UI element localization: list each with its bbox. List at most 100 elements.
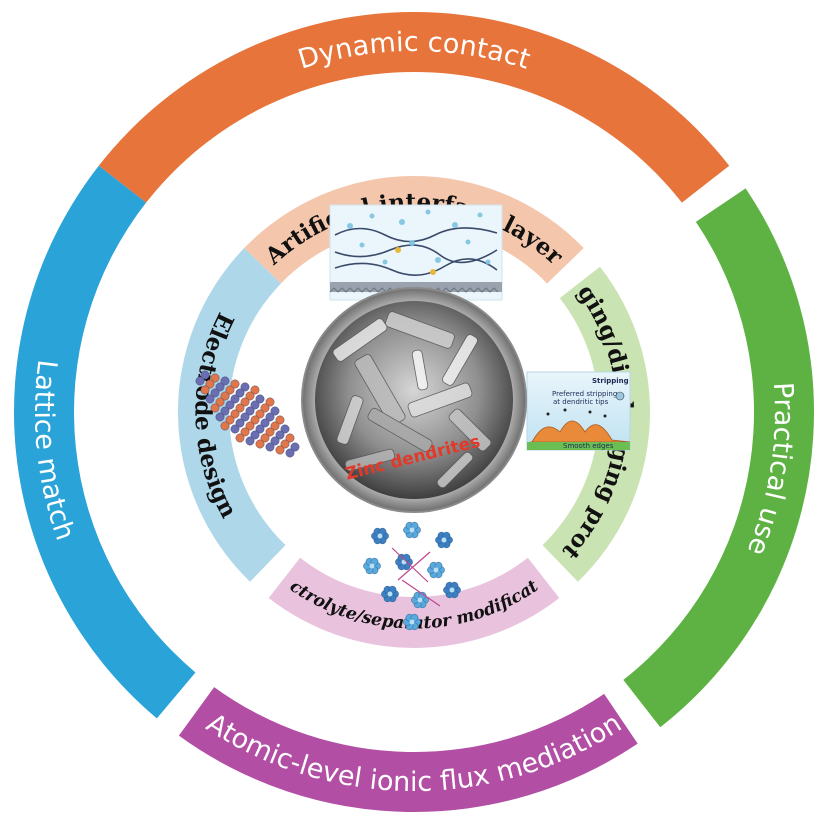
lattice-atom xyxy=(205,379,215,389)
lattice-atom xyxy=(255,394,265,404)
lattice-atom xyxy=(220,406,230,416)
inner-segment-charging-protocols xyxy=(542,266,651,582)
inner-segment-artificial-interface xyxy=(244,175,584,284)
lattice-atom xyxy=(285,448,295,458)
lattice-atom xyxy=(230,424,240,434)
molecule-cluster xyxy=(435,531,453,549)
lattice-atom xyxy=(235,388,245,398)
lattice-atom xyxy=(205,394,215,404)
outer-segment-practical-use xyxy=(623,188,814,728)
interface-layer-illustration xyxy=(329,204,503,301)
lattice-atom xyxy=(280,439,290,449)
molecule-cluster xyxy=(443,581,461,599)
lattice-atom xyxy=(255,424,265,434)
lattice-atom xyxy=(265,412,275,422)
lattice-atom xyxy=(245,391,255,401)
lattice-atom xyxy=(265,442,275,452)
dendrite-flake xyxy=(448,408,492,452)
lattice-atom xyxy=(255,409,265,419)
lattice-atom xyxy=(210,373,220,383)
lattice-atom xyxy=(270,436,280,446)
lattice-illustration xyxy=(195,370,300,458)
lattice-atom xyxy=(245,421,255,431)
lattice-atom xyxy=(270,406,280,416)
molecule-link xyxy=(397,551,431,581)
dendrite-flake xyxy=(411,349,429,391)
lattice-atom xyxy=(225,385,235,395)
lattice-atom xyxy=(220,421,230,431)
lattice-atom xyxy=(240,427,250,437)
lattice-atom xyxy=(215,412,225,422)
lattice-atom xyxy=(265,397,275,407)
lattice-atom xyxy=(230,409,240,419)
dendrite-flake xyxy=(407,382,473,418)
dendrite-flake xyxy=(436,451,474,489)
lattice-atom xyxy=(250,415,260,425)
molecule-cluster xyxy=(403,521,421,539)
center-sem-image: Zinc dendrites xyxy=(301,287,527,513)
lattice-atom xyxy=(275,445,285,455)
lattice-atom xyxy=(240,397,250,407)
lattice-atom xyxy=(265,427,275,437)
molecule-cluster xyxy=(395,553,413,571)
molecule-cluster xyxy=(371,527,389,545)
molecule-link xyxy=(391,547,429,583)
lattice-atom xyxy=(230,379,240,389)
lattice-atom xyxy=(225,415,235,425)
lattice-atom xyxy=(240,412,250,422)
lattice-atom xyxy=(200,385,210,395)
stripping-title: Stripping xyxy=(592,377,629,385)
outer-segment-lattice-match xyxy=(13,165,196,719)
outer-segment-atomic-level-ionic-flux xyxy=(178,687,638,812)
lattice-atom xyxy=(220,391,230,401)
lattice-atom xyxy=(200,370,210,380)
lattice-atom xyxy=(220,376,230,386)
stripping-line3: Smooth edges xyxy=(563,442,614,450)
lattice-atom xyxy=(270,421,280,431)
dendrite-flake xyxy=(332,318,388,362)
lattice-atom xyxy=(245,406,255,416)
dendrite-flake xyxy=(367,407,433,453)
lattice-atom xyxy=(215,382,225,392)
dendrite-flake xyxy=(385,311,455,349)
molecule-cluster xyxy=(411,591,429,609)
molecule-link xyxy=(401,579,441,607)
lattice-atom xyxy=(235,418,245,428)
inner-segment-electrode-design xyxy=(177,248,286,582)
molecule-cluster xyxy=(427,561,445,579)
molecule-cluster xyxy=(403,613,421,631)
lattice-atom xyxy=(235,403,245,413)
lattice-atom xyxy=(225,400,235,410)
outer-segment-dynamic-contact xyxy=(98,12,730,203)
stripping-line1: Preferred stripping xyxy=(552,390,617,398)
lattice-atom xyxy=(210,388,220,398)
lattice-atom xyxy=(260,418,270,428)
lattice-atom xyxy=(240,382,250,392)
lattice-atom xyxy=(245,436,255,446)
lattice-atom xyxy=(210,403,220,413)
lattice-atom xyxy=(235,433,245,443)
lattice-atom xyxy=(255,439,265,449)
lattice-atom xyxy=(250,430,260,440)
electrolyte-molecule-illustration xyxy=(363,521,461,631)
lattice-atom xyxy=(230,394,240,404)
lattice-atom xyxy=(250,400,260,410)
lattice-atom xyxy=(250,385,260,395)
lattice-atom xyxy=(290,442,300,452)
molecule-cluster xyxy=(381,585,399,603)
lattice-atom xyxy=(280,424,290,434)
lattice-atom xyxy=(260,403,270,413)
lattice-atom xyxy=(260,433,270,443)
lattice-atom xyxy=(275,430,285,440)
stripping-line2: at dendritic tips xyxy=(553,398,609,406)
lattice-atom xyxy=(275,415,285,425)
lattice-atom xyxy=(195,376,205,386)
molecule-cluster xyxy=(363,557,381,575)
dendrite-flake xyxy=(336,395,364,445)
stripping-illustration: Stripping Preferred stripping at dendrit… xyxy=(526,371,631,451)
dendrite-flake xyxy=(442,334,478,386)
lattice-atom xyxy=(215,397,225,407)
lattice-atom xyxy=(285,433,295,443)
